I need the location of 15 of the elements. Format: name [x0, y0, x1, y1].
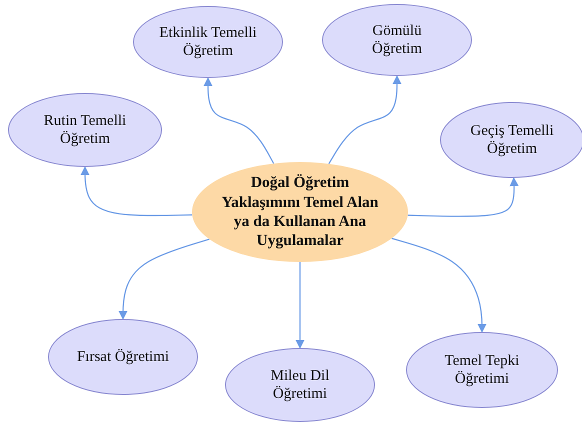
node-label: Etkinlik Temelli Öğretim: [158, 24, 258, 60]
node-label: Geçiş Temelli Öğretim: [469, 122, 555, 158]
arrow: [118, 238, 210, 320]
node-label: Gömülü Öğretim: [371, 22, 423, 58]
node-label: Mileu Dil Öğretimi: [270, 367, 330, 403]
arrow: [392, 238, 486, 333]
arrow: [296, 262, 304, 349]
node-label: Rutin Temelli Öğretim: [42, 112, 128, 148]
arrow: [408, 177, 519, 217]
node-label: Fırsat Öğretimi: [76, 348, 170, 366]
node-label: Doğal Öğretim Yaklaşımını Temel Alan ya da Kullanan Ana Uygulamalar: [220, 173, 380, 251]
arrow: [80, 166, 192, 216]
arrow: [328, 75, 402, 164]
arrow: [204, 77, 274, 164]
node-label: Temel Tepki Öğretimi: [444, 352, 520, 388]
